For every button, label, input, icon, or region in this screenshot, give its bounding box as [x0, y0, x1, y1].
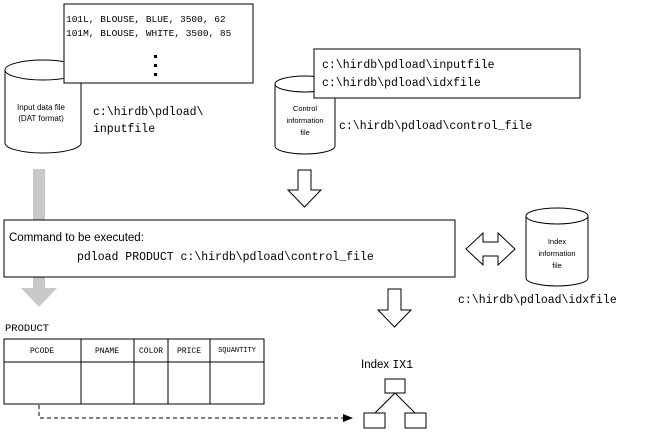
index-file-label-line2: information	[538, 249, 575, 258]
command-text: pdload PRODUCT c:\hirdb\pdload\control_f…	[77, 251, 374, 264]
control-file-label-line1: Control	[293, 104, 318, 113]
ellipsis-dot	[154, 64, 157, 67]
index-leaf-node	[404, 412, 427, 429]
ellipsis-dot	[154, 55, 157, 58]
input-file-contents-box: 101L, BLOUSE, BLUE, 3500, 62 101M, BLOUS…	[63, 3, 254, 84]
control-content-line1: c:\hirdb\pdload\inputfile	[322, 59, 495, 72]
ellipsis-dot	[154, 73, 157, 76]
input-file-label-line2: (DAT format)	[18, 114, 64, 123]
command-heading: Command to be executed:	[9, 232, 144, 244]
index-leaf-node	[363, 412, 386, 429]
command-box: Command to be executed: pdload PRODUCT c…	[3, 219, 456, 278]
column-header: PRICE	[177, 347, 201, 356]
control-content-line2: c:\hirdb\pdload\idxfile	[322, 77, 481, 90]
control-file-cylinder: Control information file	[274, 75, 336, 155]
index-file-label-line1: Index	[548, 237, 567, 246]
control-file-path: c:\hirdb\pdload\control_file	[339, 120, 532, 133]
input-file-label-line1: Input data file	[17, 103, 66, 112]
column-header: COLOR	[139, 347, 163, 356]
input-data-file-cylinder: Input data file (DAT format)	[4, 59, 82, 154]
control-file-label-line2: information	[286, 116, 323, 125]
control-file-label-line3: file	[300, 128, 310, 137]
column-header: PNAME	[95, 347, 119, 356]
control-file-contents-box: c:\hirdb\pdload\inputfile c:\hirdb\pdloa…	[313, 48, 581, 99]
dashed-arrow	[38, 405, 353, 422]
column-header: PCODE	[30, 347, 54, 356]
down-arrow-index	[376, 288, 413, 328]
double-arrow	[465, 231, 516, 267]
index-file-cylinder: Index information file	[525, 207, 589, 287]
input-file-path-line1: c:\hirdb\pdload\	[93, 106, 204, 119]
column-header: SQUANTITY	[218, 347, 257, 355]
input-record-1: 101L, BLOUSE, BLUE, 3500, 62	[66, 14, 226, 25]
input-record-2: 101M, BLOUSE, WHITE, 3500, 85	[66, 28, 232, 39]
down-arrow-control	[286, 169, 323, 208]
index-tree	[363, 378, 427, 429]
table-name: PRODUCT	[5, 323, 49, 335]
index-root-node	[384, 378, 406, 394]
index-file-label-line3: file	[552, 261, 562, 270]
index-label: Index IX1	[361, 359, 413, 372]
product-table: PCODE PNAME COLOR PRICE SQUANTITY	[3, 338, 265, 405]
input-file-path-line2: inputfile	[93, 123, 155, 136]
index-file-path: c:\hirdb\pdload\idxfile	[458, 294, 617, 307]
